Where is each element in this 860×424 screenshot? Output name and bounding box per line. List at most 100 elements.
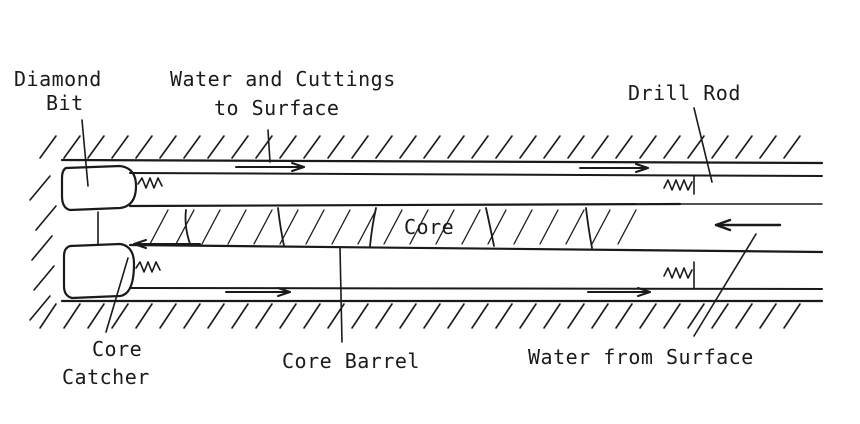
label-water-cuttings-line2: to Surface [214, 96, 339, 120]
hatch-stroke [279, 135, 297, 159]
thread-left-top [137, 177, 163, 189]
hatch-stroke [183, 135, 201, 159]
core-fracture-2 [277, 207, 285, 247]
hatch-stroke [351, 303, 369, 329]
hatch-stroke [617, 209, 637, 245]
hatch-stroke [305, 209, 325, 245]
hatch-stroke [513, 209, 533, 245]
hatch-stroke [207, 303, 225, 329]
thread-left-bottom [135, 261, 161, 273]
label-diamond-bit-line2: Bit [46, 91, 84, 115]
label-core: Core [404, 215, 454, 239]
leader-diamond-bit [81, 119, 89, 187]
label-drill-rod: Drill Rod [628, 81, 741, 105]
core-hatching [149, 209, 637, 245]
hatch-stroke [783, 303, 801, 329]
hatch-stroke [591, 209, 611, 245]
label-core-catcher-line1: Core [92, 337, 142, 361]
hatch-stroke [327, 135, 345, 159]
hatch-stroke [175, 209, 195, 245]
hatch-stroke [687, 303, 705, 329]
hatch-stroke [331, 209, 351, 245]
hatch-stroke [711, 303, 729, 329]
thread-right-top [663, 179, 693, 191]
hatch-stroke [383, 209, 403, 245]
core-fracture-4 [485, 207, 495, 247]
hatch-stroke [519, 303, 537, 329]
hatch-stroke [149, 209, 169, 245]
hatch-stroke [31, 235, 53, 261]
core-barrel-bottom [128, 243, 824, 254]
outer-barrel-top [129, 172, 823, 177]
hatch-stroke [231, 135, 249, 159]
hatch-stroke [591, 135, 609, 159]
hatch-stroke [87, 303, 105, 329]
hatch-stroke [639, 135, 657, 159]
hatch-stroke [663, 135, 681, 159]
hatch-stroke [447, 135, 465, 159]
hatch-stroke [461, 209, 481, 245]
hatch-stroke [615, 135, 633, 159]
hatch-stroke [33, 265, 55, 291]
hatch-stroke [567, 135, 585, 159]
flow-arrow-annulus-top-left [235, 162, 305, 172]
hatch-stroke [29, 295, 51, 321]
core-fracture-5 [585, 207, 593, 249]
hatch-stroke [759, 135, 777, 159]
label-water-from-surface: Water from Surface [528, 345, 754, 369]
hatch-stroke [351, 135, 369, 159]
flow-arrow-core-barrel [133, 239, 201, 249]
hatch-stroke [303, 303, 321, 329]
label-diamond-bit-line1: Diamond [14, 67, 102, 91]
thread-right-bottom [663, 267, 693, 279]
hatch-stroke [39, 303, 57, 329]
hatch-stroke [735, 135, 753, 159]
flow-arrow-water-in [714, 218, 782, 232]
hatch-stroke [279, 303, 297, 329]
hatch-stroke [471, 135, 489, 159]
label-water-cuttings-line1: Water and Cuttings [170, 67, 396, 91]
hatch-stroke [663, 303, 681, 329]
hatch-stroke [303, 135, 321, 159]
leader-core-catcher [105, 257, 129, 333]
diamond-bit-bottom [62, 242, 136, 300]
hatch-stroke [399, 135, 417, 159]
hatch-stroke [375, 303, 393, 329]
ground-hatching-left [29, 175, 57, 321]
label-core-barrel: Core Barrel [282, 349, 420, 373]
leader-water-cuttings [267, 129, 271, 163]
diamond-bit-top [60, 164, 138, 212]
hatch-stroke [487, 209, 507, 245]
hatch-stroke [357, 209, 377, 245]
hatch-stroke [29, 175, 51, 201]
hatch-stroke [543, 135, 561, 159]
hatch-stroke [159, 303, 177, 329]
hatch-stroke [567, 303, 585, 329]
hatch-stroke [207, 135, 225, 159]
hatch-stroke [435, 209, 455, 245]
core-fracture-3 [369, 207, 377, 247]
hatch-stroke [253, 209, 273, 245]
ground-hatching-bottom [39, 303, 801, 329]
hatch-stroke [255, 303, 273, 329]
hatch-stroke [231, 303, 249, 329]
hatch-stroke [183, 303, 201, 329]
hatch-stroke [519, 135, 537, 159]
hatch-stroke [423, 303, 441, 329]
hatch-stroke [201, 209, 221, 245]
hatch-stroke [227, 209, 247, 245]
hatch-stroke [135, 303, 153, 329]
hatch-stroke [423, 135, 441, 159]
hatch-stroke [735, 303, 753, 329]
leader-drill-rod [693, 107, 713, 183]
hatch-stroke [447, 303, 465, 329]
hatch-stroke [111, 303, 129, 329]
hatch-stroke [615, 303, 633, 329]
hatch-stroke [783, 135, 801, 159]
hatch-stroke [63, 135, 81, 159]
ground-hatching-top [39, 135, 801, 159]
hatch-stroke [39, 135, 57, 159]
hatch-stroke [111, 135, 129, 159]
flow-arrow-annulus-top-right [579, 163, 649, 173]
hatch-stroke [543, 303, 561, 329]
